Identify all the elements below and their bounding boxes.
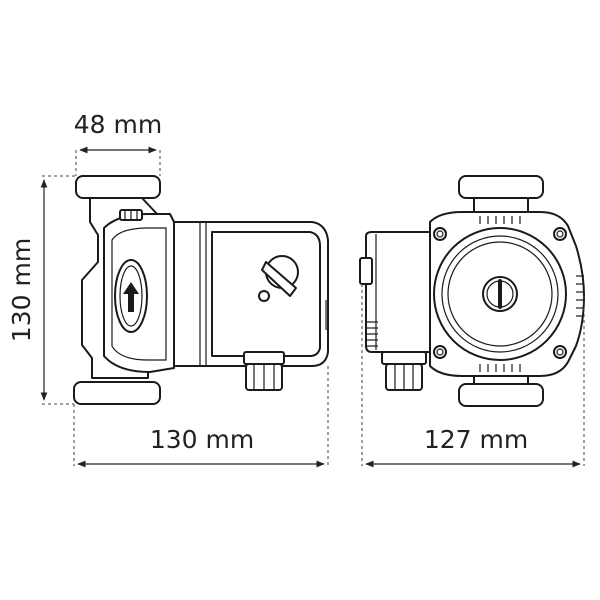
dimension-side-length: 130 mm — [73, 366, 329, 468]
pump-side-view — [73, 175, 329, 405]
selector-knob-icon — [258, 255, 299, 302]
front-cable-gland — [381, 351, 427, 365]
dimension-height: 130 mm — [7, 175, 76, 405]
side-cable-gland — [243, 351, 285, 365]
pump-front-view — [359, 175, 585, 407]
side-bottom-flange — [73, 381, 161, 405]
dimension-side-length-label: 130 mm — [150, 425, 254, 454]
dimension-front-length-label: 127 mm — [424, 425, 528, 454]
dimension-front-length: 127 mm — [361, 284, 585, 468]
front-bottom-flange — [458, 383, 544, 407]
side-top-flange — [75, 175, 161, 199]
arrow-up-icon — [123, 282, 139, 312]
dimension-height-label: 130 mm — [7, 238, 36, 342]
front-top-flange — [458, 175, 544, 199]
dimension-flange-width-label: 48 mm — [74, 110, 162, 139]
dimension-flange-width: 48 mm — [74, 110, 162, 176]
front-terminal-box — [365, 231, 431, 353]
